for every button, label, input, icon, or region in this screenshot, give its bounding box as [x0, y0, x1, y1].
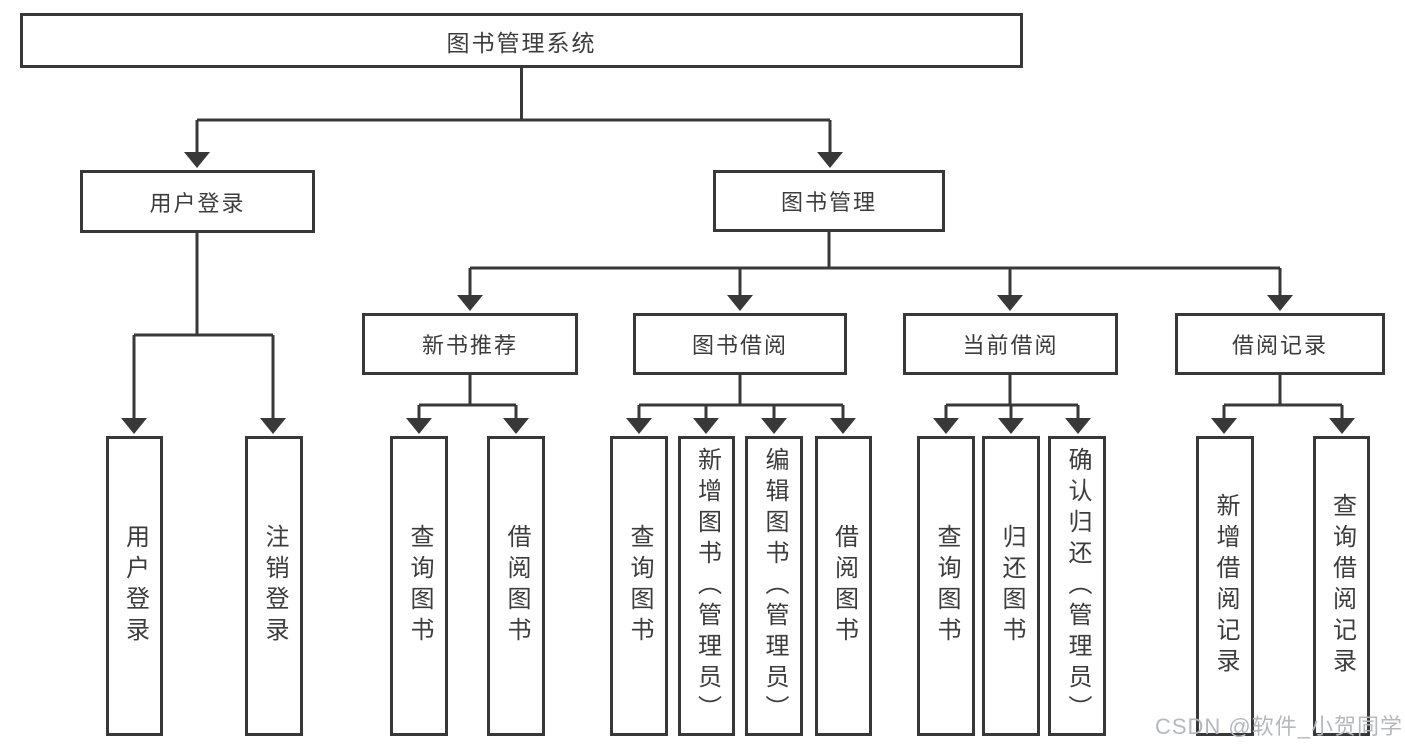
node-current-borrowing: 当前借阅: [903, 313, 1118, 375]
node-book-borrowing: 图书借阅: [633, 313, 847, 375]
node-book-management: 图书管理: [713, 170, 945, 232]
node-label: 确认归还（管理员）: [1064, 446, 1091, 726]
node-label: 新增借阅记录: [1212, 493, 1239, 679]
node-label: 图书管理系统: [446, 29, 597, 56]
node-label: 查询图书: [626, 524, 653, 648]
node-label: 查询借阅记录: [1328, 493, 1356, 679]
node-label: 新书推荐: [421, 333, 518, 358]
node-label: 当前借阅: [962, 333, 1059, 358]
node-label: 查询图书: [933, 524, 960, 648]
leaf-borrowing-edit-books-admin: 编辑图书（管理员）: [745, 436, 803, 736]
leaf-borrowing-borrow-books: 借阅图书: [815, 436, 872, 736]
leaf-borrowing-query-books: 查询图书: [610, 436, 668, 736]
node-label: 借阅记录: [1231, 333, 1328, 358]
node-label: 图书管理: [780, 190, 877, 215]
leaf-newbooks-query-books: 查询图书: [390, 436, 448, 736]
leaf-current-query-books: 查询图书: [917, 436, 975, 736]
node-label: 用户登录: [149, 190, 246, 216]
node-user-login: 用户登录: [80, 170, 315, 233]
leaf-records-add-record: 新增借阅记录: [1196, 436, 1254, 736]
leaf-current-confirm-return-admin: 确认归还（管理员）: [1048, 436, 1106, 736]
node-new-book-recommend: 新书推荐: [362, 313, 578, 375]
node-label: 图书借阅: [691, 333, 788, 358]
node-root-library-system: 图书管理系统: [20, 13, 1023, 68]
node-borrow-records: 借阅记录: [1175, 313, 1385, 375]
node-label: 注销登录: [261, 524, 288, 648]
node-label: 借阅图书: [503, 524, 530, 648]
node-label: 用户登录: [121, 524, 149, 648]
leaf-newbooks-borrow-books: 借阅图书: [487, 436, 545, 736]
leaf-borrowing-add-books-admin: 新增图书（管理员）: [678, 436, 735, 736]
node-label: 借阅图书: [830, 524, 858, 648]
node-label: 新增图书（管理员）: [693, 446, 721, 726]
leaf-current-return-books: 归还图书: [982, 436, 1040, 736]
leaf-user-login: 用户登录: [106, 436, 163, 736]
node-label: 查询图书: [406, 524, 433, 648]
node-label: 编辑图书（管理员）: [761, 446, 788, 726]
node-label: 归还图书: [998, 524, 1025, 648]
leaf-logout: 注销登录: [245, 436, 303, 736]
leaf-records-query-record: 查询借阅记录: [1313, 436, 1370, 736]
